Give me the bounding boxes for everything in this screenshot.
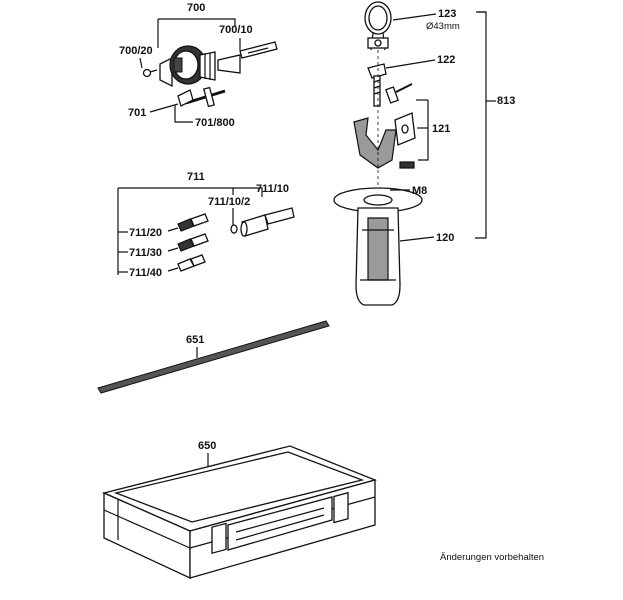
- footer-note: Änderungen vorbehalten: [440, 552, 544, 563]
- label-121: 121: [432, 123, 450, 135]
- label-711-10: 711/10: [256, 183, 289, 195]
- carry-case-part: [102, 445, 378, 580]
- carry-case-group: 650: [102, 440, 378, 580]
- bit-washer-part: [230, 224, 238, 234]
- chuck-adapter-part: [217, 41, 278, 74]
- clamp-jaw-part: [353, 112, 416, 169]
- leader-711: [118, 187, 263, 197]
- label-122: 122: [437, 54, 455, 66]
- bit-set-group: 711 711/10 711/10/2 711/20 711/30 711/40: [117, 171, 295, 279]
- label-123: 123: [438, 8, 456, 20]
- handle-part: [333, 187, 423, 306]
- label-700-10: 700/10: [219, 24, 253, 36]
- label-clamp-diameter: Ø43mm: [426, 21, 460, 32]
- label-813: 813: [497, 95, 515, 107]
- label-711-10-2: 711/10/2: [208, 196, 250, 208]
- label-711-20: 711/20: [129, 227, 162, 239]
- handle-assembly-group: 123 Ø43mm 122 121: [333, 1, 515, 306]
- label-711: 711: [187, 171, 205, 183]
- depth-rod-group: 651: [97, 320, 330, 394]
- bit-2-part: [177, 233, 209, 252]
- chuck-screw-part: [142, 68, 158, 78]
- label-650: 650: [198, 440, 216, 452]
- clamp-screw-part: [367, 63, 387, 107]
- label-m8: M8: [412, 185, 427, 197]
- leader-700: [158, 18, 236, 26]
- depth-rod-part: [97, 320, 330, 394]
- label-700: 700: [187, 2, 205, 14]
- chuck-group: 700 700/10 700/20: [119, 2, 278, 129]
- drill-chuck-part: [159, 45, 216, 88]
- label-701: 701: [128, 107, 146, 119]
- label-711-30: 711/30: [129, 247, 162, 259]
- bracket-813: [475, 11, 487, 239]
- label-651: 651: [186, 334, 204, 346]
- label-120: 120: [436, 232, 454, 244]
- chuck-key-part: [177, 86, 226, 108]
- clamp-band-part: [364, 1, 392, 51]
- label-701-800: 701/800: [195, 117, 235, 129]
- clamp-bolt-part: [385, 83, 413, 104]
- label-700-20: 700/20: [119, 45, 153, 57]
- label-711-40: 711/40: [129, 267, 162, 279]
- bit-3-part: [177, 254, 206, 272]
- bit-1-part: [177, 213, 209, 232]
- bit-adapter-part: [240, 207, 295, 237]
